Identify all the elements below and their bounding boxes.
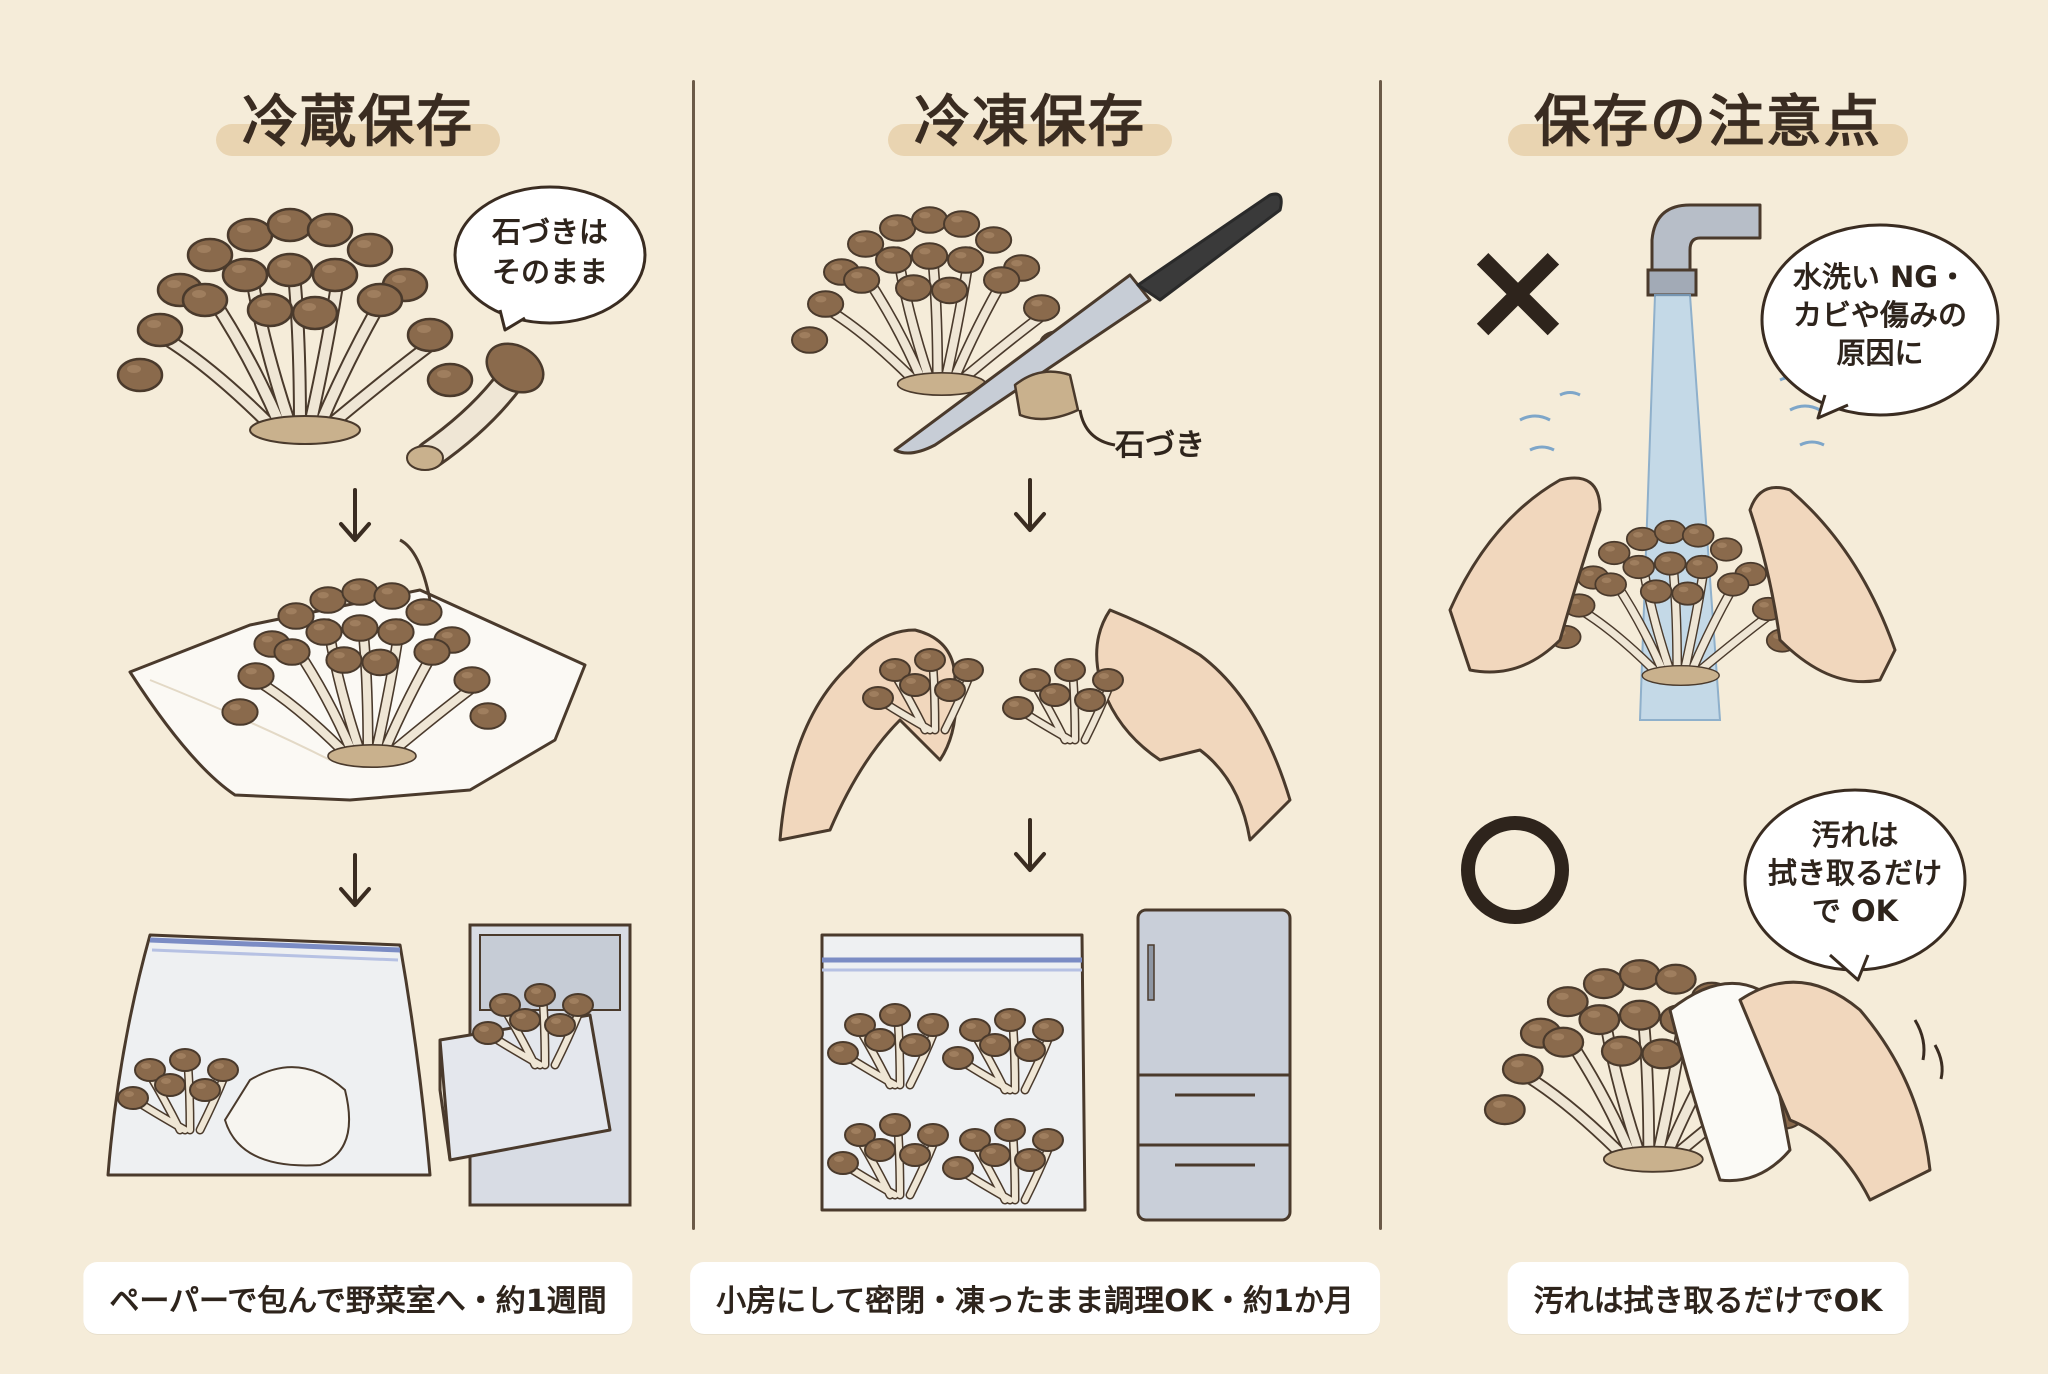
title-notes: 保存の注意点 (1508, 78, 1908, 156)
title-notes-text: 保存の注意点 (1534, 89, 1882, 155)
label-leader-line (1078, 409, 1116, 447)
zip-bag-illustration (106, 933, 432, 1177)
speech-bubble-no-wash: 水洗い NG・ カビや傷みの 原因に (1760, 223, 2000, 420)
bad-mark-cross-icon: × (1459, 209, 1576, 372)
fridge-cluster-illustration (118, 209, 545, 471)
faucet-icon (1646, 203, 1762, 297)
arrow-down-icon (339, 853, 371, 907)
caption-refrigerate: ペーパーで包んで野菜室へ・約1週間 (83, 1262, 633, 1334)
speech-bubble-wipe: 汚れは 拭き取るだけ で OK (1743, 788, 1967, 982)
title-freeze-text: 冷凍保存 (914, 89, 1146, 155)
caption-refrigerate-text: ペーパーで包んで野菜室へ・約1週間 (109, 1284, 607, 1319)
speech-bubble-stem: 石づきは そのまま (453, 185, 647, 332)
wiping-illustration (1485, 960, 1944, 1202)
column-divider-left (692, 80, 695, 1230)
bubble-no-wash-line3: 原因に (1836, 336, 1923, 370)
title-refrigerate: 冷蔵保存 (216, 78, 500, 156)
bubble-wipe-line2: 拭き取るだけ (1768, 856, 1942, 890)
good-mark-circle-icon (1461, 816, 1569, 924)
hands-washing-illustration (1448, 476, 1897, 685)
column-divider-right (1379, 80, 1382, 1230)
arrow-down-icon (339, 488, 371, 542)
bubble-stem-line1: 石づきは (491, 215, 608, 249)
caption-freeze-text: 小房にして密閉・凍ったまま調理OK・約1か月 (716, 1284, 1354, 1319)
vegetable-drawer-illustration (438, 923, 632, 1207)
bubble-wipe-line3: で OK (1812, 894, 1900, 928)
stem-piece-illustration (1013, 370, 1080, 421)
knife-icon (893, 192, 1283, 455)
arrow-down-icon (1014, 478, 1046, 532)
good-mark: ○ (1461, 816, 1569, 924)
svg-text:○: ○ (1511, 872, 1520, 883)
bubble-no-wash-line1: 水洗い NG・ (1793, 260, 1967, 294)
bad-mark: × (1459, 209, 1576, 372)
bubble-wipe-line1: 汚れは (1811, 818, 1898, 852)
paper-towel-illustration (128, 538, 587, 802)
label-stem: 石づき (1114, 428, 1205, 463)
title-freeze: 冷凍保存 (888, 78, 1172, 156)
arrow-down-icon (1014, 818, 1046, 872)
bubble-no-wash-line2: カビや傷みの (1793, 298, 1967, 332)
caption-freeze: 小房にして密閉・凍ったまま調理OK・約1か月 (690, 1262, 1380, 1334)
bubble-stem-line2: そのまま (492, 255, 608, 289)
freezer-bag-illustration (820, 933, 1087, 1212)
caption-notes: 汚れは拭き取るだけでOK (1507, 1262, 1909, 1334)
refrigerator-illustration (1136, 908, 1292, 1222)
title-refrigerate-text: 冷蔵保存 (242, 89, 474, 155)
hands-splitting-illustration (778, 608, 1292, 842)
caption-notes-text: 汚れは拭き取るだけでOK (1533, 1284, 1883, 1319)
